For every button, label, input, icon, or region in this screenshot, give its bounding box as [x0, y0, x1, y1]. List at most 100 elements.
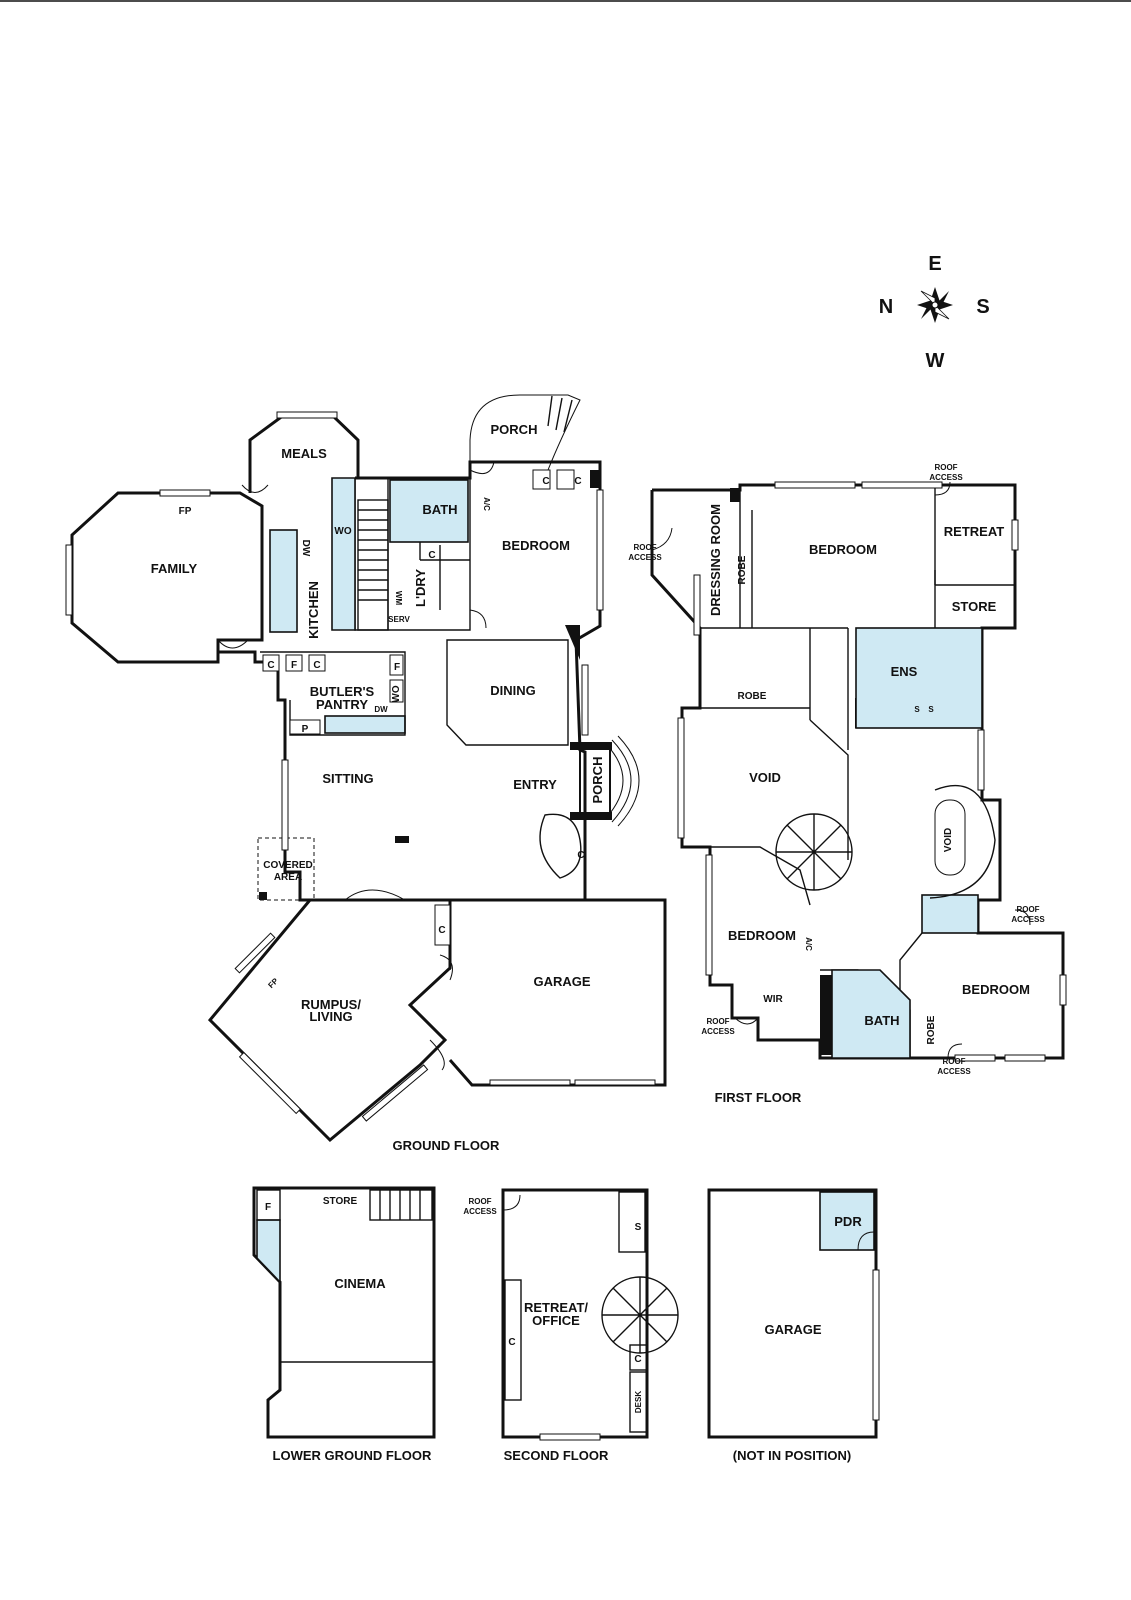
label-wo-pantry: WO	[391, 685, 402, 702]
label-c-ldry: C	[428, 550, 435, 561]
label-bedroom-ff-left: BEDROOM	[728, 928, 796, 943]
label-living: LIVING	[309, 1009, 352, 1024]
label-rumpus: RUMPUS/	[301, 997, 361, 1012]
family-room-walls	[70, 491, 264, 664]
label-retreat-ff: RETREAT	[944, 524, 1004, 539]
label-robe-bath: ROBE	[926, 1015, 937, 1044]
label-c-bed-2: C	[574, 476, 581, 487]
label-roof-access-ff5-2: ACCESS	[937, 1067, 971, 1076]
label-serv: SERV	[388, 615, 410, 624]
label-s-sf: S	[635, 1222, 642, 1233]
dining-walls	[446, 639, 569, 746]
kitchen-island	[269, 529, 298, 633]
entry-stairs	[539, 813, 582, 879]
ground-stairs	[357, 499, 389, 631]
label-bath-ground: BATH	[422, 502, 457, 517]
label-meals: MEALS	[281, 446, 327, 461]
label-roof-access-ff5: ROOF	[942, 1057, 965, 1066]
cinema-walls	[252, 1186, 436, 1439]
label-ldry: L'DRY	[413, 569, 428, 607]
label-robe-ff: ROBE	[738, 691, 767, 702]
label-f-pantry: F	[291, 660, 297, 671]
label-kitchen: KITCHEN	[306, 581, 321, 639]
label-bedroom-ff-main: BEDROOM	[809, 542, 877, 557]
label-roof-access-ff4: ROOF	[706, 1017, 729, 1026]
ground-floor-plan	[65, 394, 667, 1143]
first-floor-plan	[650, 481, 1067, 1062]
label-roof-access-ff1-2: ACCESS	[929, 473, 963, 482]
butlers-pantry-bench	[324, 715, 406, 734]
ensuite	[855, 627, 983, 729]
label-c-sf-1: C	[508, 1337, 515, 1348]
label-fp-family: FP	[179, 506, 192, 517]
label-s2: S	[928, 705, 934, 714]
label-cinema: CINEMA	[334, 1276, 386, 1291]
label-pdr: PDR	[834, 1214, 862, 1229]
label-c-sf-2: C	[634, 1354, 641, 1365]
label-c-pantry-1: C	[267, 660, 274, 671]
label-wir: WIR	[763, 994, 783, 1005]
label-roof-access-ff3-2: ACCESS	[1011, 915, 1045, 924]
label-roof-access-ff2-2: ACCESS	[628, 553, 662, 562]
label-entry: ENTRY	[513, 777, 557, 792]
label-porch-entry: PORCH	[590, 757, 605, 804]
compass-east-label: E	[928, 253, 941, 275]
label-fp-rumpus: FP	[266, 976, 280, 990]
garage-ground-walls	[448, 898, 667, 1087]
label-bedroom-ground: BEDROOM	[502, 538, 570, 553]
compass-north-label: N	[879, 296, 893, 318]
label-dw-pantry: DW	[374, 705, 388, 714]
label-roof-access-sf: ROOF	[468, 1197, 491, 1206]
label-wm: WM	[394, 591, 403, 606]
label-garage-separate: GARAGE	[764, 1322, 821, 1337]
label-garage-ground: GARAGE	[533, 974, 590, 989]
bath-ground	[389, 479, 469, 543]
label-ac-ground: A/C	[482, 497, 491, 511]
label-desk: DESK	[634, 1391, 643, 1413]
label-porch-north: PORCH	[491, 422, 538, 437]
label-f-cinema: F	[265, 1202, 271, 1213]
compass-south-label: S	[976, 296, 989, 318]
label-p-pantry: P	[302, 724, 309, 735]
label-roof-access-ff4-2: ACCESS	[701, 1027, 735, 1036]
label-covered-area: COVERED	[263, 860, 312, 871]
label-sitting: SITTING	[322, 771, 373, 786]
bath-first	[831, 969, 911, 1059]
cinema-bar	[256, 1219, 281, 1284]
void-stair-curve	[929, 785, 996, 899]
label-store-ff: STORE	[952, 599, 997, 614]
label-c-rumpus: C	[438, 925, 445, 936]
label-f-pantry-2: F	[394, 662, 400, 673]
first-floor-labels: ROOF ACCESS ROOF ACCESS DRESSING ROOM RO…	[628, 463, 1045, 1105]
label-covered-area-2: AREA	[274, 872, 302, 883]
label-bedroom-ff-right: BEDROOM	[962, 982, 1030, 997]
label-retreat-office: RETREAT/	[524, 1300, 588, 1315]
porch-north-outline	[469, 394, 581, 471]
second-floor-title: SECOND FLOOR	[504, 1448, 609, 1463]
label-wo-kitchen: WO	[334, 526, 351, 537]
label-s1: S	[914, 705, 920, 714]
ground-floor-labels: PORCH MEALS FAMILY FP KITCHEN DW WO BATH…	[151, 422, 605, 1153]
label-robe-dressing: ROBE	[737, 555, 748, 584]
compass-rose-icon: E N S W	[879, 253, 990, 372]
label-bath-ff: BATH	[864, 1013, 899, 1028]
label-roof-access-ff2: ROOF	[633, 543, 656, 552]
label-void-ff: VOID	[749, 770, 781, 785]
label-roof-access-ff3: ROOF	[1016, 905, 1039, 914]
label-ens: ENS	[891, 664, 918, 679]
lower-ground-floor-plan: F STORE CINEMA LOWER GROUND FLOOR	[252, 1186, 436, 1463]
label-dressing-room: DRESSING ROOM	[708, 504, 723, 616]
label-butlers-pantry: BUTLER'S	[310, 684, 375, 699]
label-roof-access-ff1: ROOF	[934, 463, 957, 472]
first-floor-title: FIRST FLOOR	[715, 1090, 802, 1105]
wc-first	[921, 894, 979, 934]
porch-north-steps	[547, 395, 573, 433]
garage-plan: PDR GARAGE (NOT IN POSITION)	[707, 1188, 880, 1463]
ground-floor-title: GROUND FLOOR	[393, 1138, 500, 1153]
label-c-bed-1: C	[542, 476, 549, 487]
compass-west-label: W	[926, 350, 945, 372]
label-retreat-office-2: OFFICE	[532, 1313, 580, 1328]
kitchen-bench	[331, 477, 356, 631]
label-dining: DINING	[490, 683, 536, 698]
